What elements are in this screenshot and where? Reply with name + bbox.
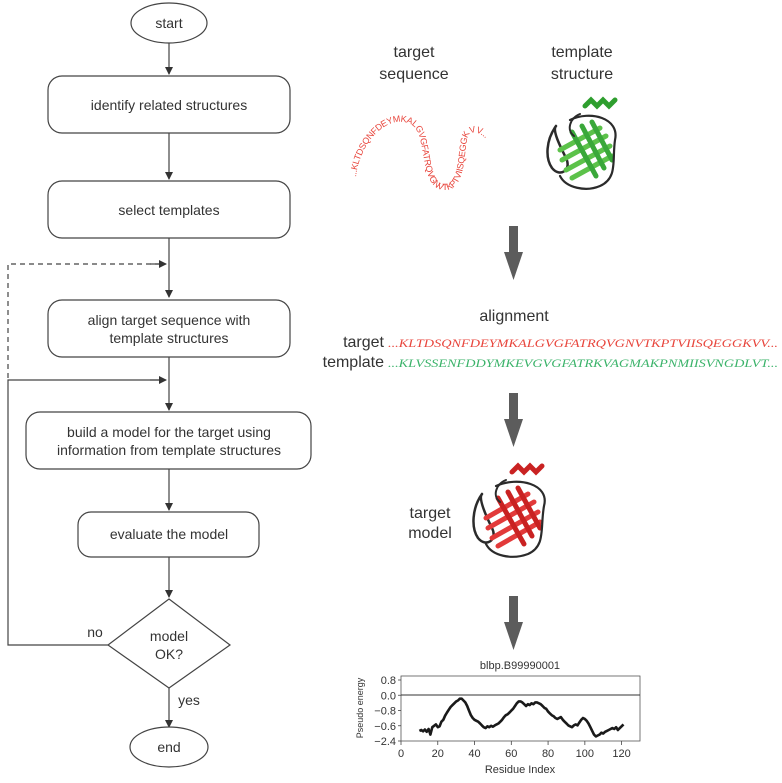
protein-ribbon-red-icon — [472, 462, 546, 558]
yes-label: yes — [178, 692, 200, 708]
x-tick-label: 120 — [612, 748, 630, 760]
step-label: select templates — [118, 202, 219, 218]
x-tick-label: 60 — [505, 748, 517, 760]
chart-title: blbp.B99990001 — [480, 660, 560, 672]
template-structure-label: template — [551, 44, 612, 61]
flowchart-labels: start identify related structures select… — [57, 15, 281, 755]
decision-label: OK? — [155, 646, 183, 662]
pseudo-energy-chart: blbp.B99990001 0.8 0.0 −0.8 −0.6 −2.4 0 20 40 6… — [355, 660, 641, 776]
x-tick-label: 20 — [432, 748, 444, 760]
step-label: build a model for the target using — [67, 424, 271, 440]
step-label: template structures — [109, 330, 228, 346]
x-axis-label: Residue Index — [485, 764, 556, 776]
decision-label: model — [150, 628, 188, 644]
target-model-label: model — [408, 525, 452, 542]
step-label: identify related structures — [91, 97, 247, 113]
down-arrow-icon — [504, 393, 523, 447]
y-axis-ticks: 0.8 0.0 −0.8 −0.6 −2.4 — [374, 675, 401, 748]
y-tick-label: −2.4 — [374, 736, 396, 748]
target-sequence-label: target — [394, 44, 435, 61]
dashed-loop-back — [7, 263, 164, 378]
x-tick-label: 40 — [468, 748, 480, 760]
step-label: information from template structures — [57, 442, 281, 458]
flowchart — [7, 2, 312, 768]
target-sequence-label: sequence — [379, 66, 448, 83]
template-structure-image — [546, 96, 618, 190]
down-arrow-icon — [504, 226, 523, 280]
y-tick-label: 0.0 — [381, 690, 396, 702]
x-axis-ticks: 0 20 40 60 80 100 120 — [398, 741, 631, 760]
y-tick-label: −0.8 — [374, 706, 396, 718]
x-tick-label: 80 — [542, 748, 554, 760]
x-tick-label: 0 — [398, 748, 404, 760]
alignment-title: alignment — [479, 308, 549, 325]
alignment-target-sequence: ...KLTDSQNFDEYMKALGVGFATRQVGNVTKPTVIISQE… — [388, 338, 778, 350]
y-tick-label: 0.8 — [381, 675, 396, 687]
start-label: start — [155, 15, 182, 31]
y-axis-label: Pseudo energy — [355, 677, 365, 738]
y-tick-label: −0.6 — [374, 721, 396, 733]
alignment-template-label: template — [323, 354, 384, 371]
step-build-model — [25, 411, 312, 470]
step-align-target-sequence — [47, 299, 291, 358]
end-node — [129, 726, 209, 768]
end-label: end — [157, 739, 180, 755]
step-label: evaluate the model — [110, 526, 228, 542]
right-panel-labels: target sequence template structure — [379, 44, 613, 83]
step-label: align target sequence with — [88, 312, 251, 328]
no-label: no — [87, 624, 103, 640]
x-tick-label: 100 — [576, 748, 594, 760]
protein-ribbon-green-icon — [546, 96, 618, 190]
plot-frame — [400, 675, 641, 742]
curved-target-sequence: ...KLTDSQNFDEYMKALGVGFATRQVGNVTKPTVIISQE… — [348, 114, 491, 192]
target-model-label: target — [410, 505, 451, 522]
curved-sequence-text: ...KLTDSQNFDEYMKALGVGFATRQVGNVTKPTVIISQE… — [348, 114, 491, 192]
template-structure-label: structure — [551, 66, 613, 83]
alignment-target-label: target — [343, 334, 384, 351]
series-line-pseudo-energy — [418, 697, 625, 738]
alignment-template-sequence: ...KLVSSENFDDYMKEVGVGFATRKVAGMAKPNMIISVN… — [388, 358, 778, 370]
no-loop-back — [7, 379, 164, 646]
down-arrow-icon — [504, 596, 523, 650]
process-arrows — [504, 226, 523, 650]
target-model-image — [472, 462, 546, 558]
